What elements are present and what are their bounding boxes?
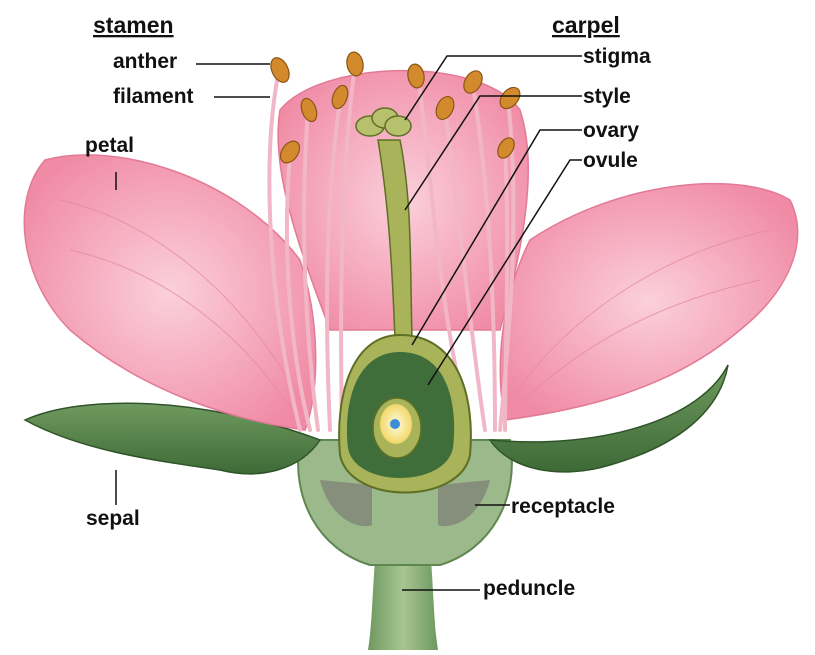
stigma-label: stigma <box>583 45 651 68</box>
petal-label: petal <box>85 134 134 157</box>
anther-label: anther <box>113 50 177 73</box>
sepal-right-shape <box>488 364 729 473</box>
ovary-label: ovary <box>583 119 639 142</box>
ovule-shape <box>372 397 422 459</box>
carpel-heading: carpel <box>552 12 620 38</box>
sepal-left-shape <box>23 402 322 475</box>
petal-left-shape <box>23 154 317 431</box>
receptacle-label: receptacle <box>511 495 615 518</box>
filament-label: filament <box>113 85 194 108</box>
peduncle-label: peduncle <box>483 577 575 600</box>
style-label: style <box>583 85 631 108</box>
stigma-shape <box>355 107 412 137</box>
ovule-label: ovule <box>583 149 638 172</box>
sepal-label: sepal <box>86 507 140 530</box>
stamen-heading: stamen <box>93 12 174 38</box>
peduncle-shape <box>368 560 438 650</box>
petal-right-shape <box>499 182 799 421</box>
